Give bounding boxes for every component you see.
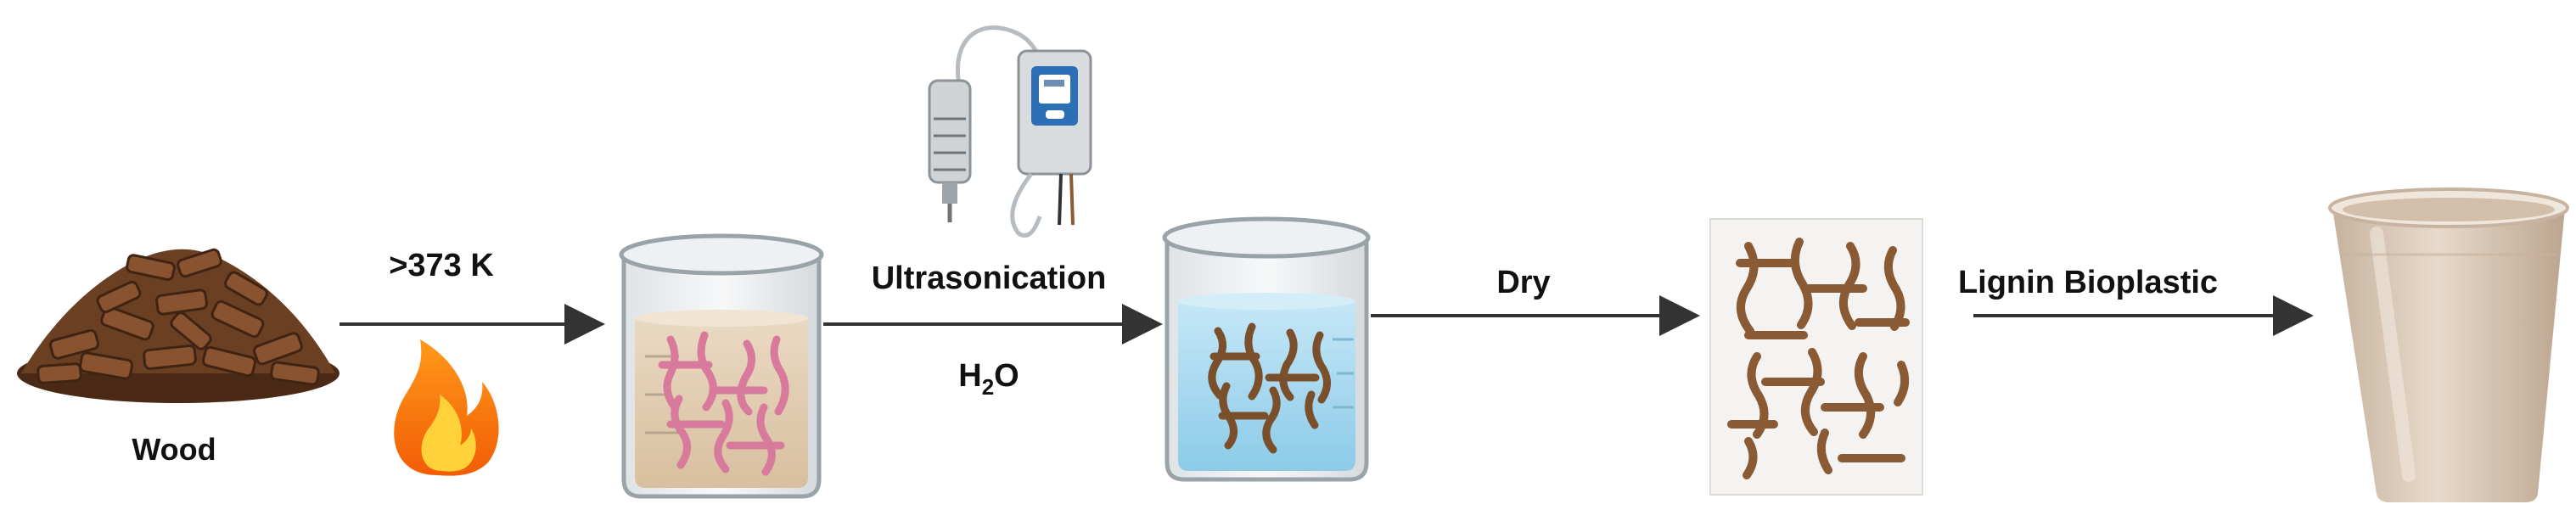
- temperature-label: >373 K: [389, 248, 494, 283]
- beaker-water-icon: [1162, 216, 1371, 482]
- water-label: H2O: [958, 358, 1019, 400]
- plastic-cup-icon: [2328, 188, 2569, 502]
- dried-lignin-sheet-icon: [1709, 218, 1923, 496]
- wood-chips-icon: [17, 248, 340, 403]
- flame-icon: [394, 339, 499, 476]
- ultrasonic-probe-icon: [928, 25, 1092, 238]
- water-subscript: 2: [982, 374, 994, 400]
- water-suffix: O: [994, 358, 1019, 394]
- ultrasonication-label: Ultrasonication: [872, 260, 1107, 296]
- water-prefix: H: [958, 358, 981, 394]
- dry-label: Dry: [1496, 265, 1550, 300]
- product-label: Lignin Bioplastic: [1958, 265, 2218, 300]
- beaker-lignin-suspension-icon: [619, 233, 824, 499]
- wood-label: Wood: [132, 432, 216, 467]
